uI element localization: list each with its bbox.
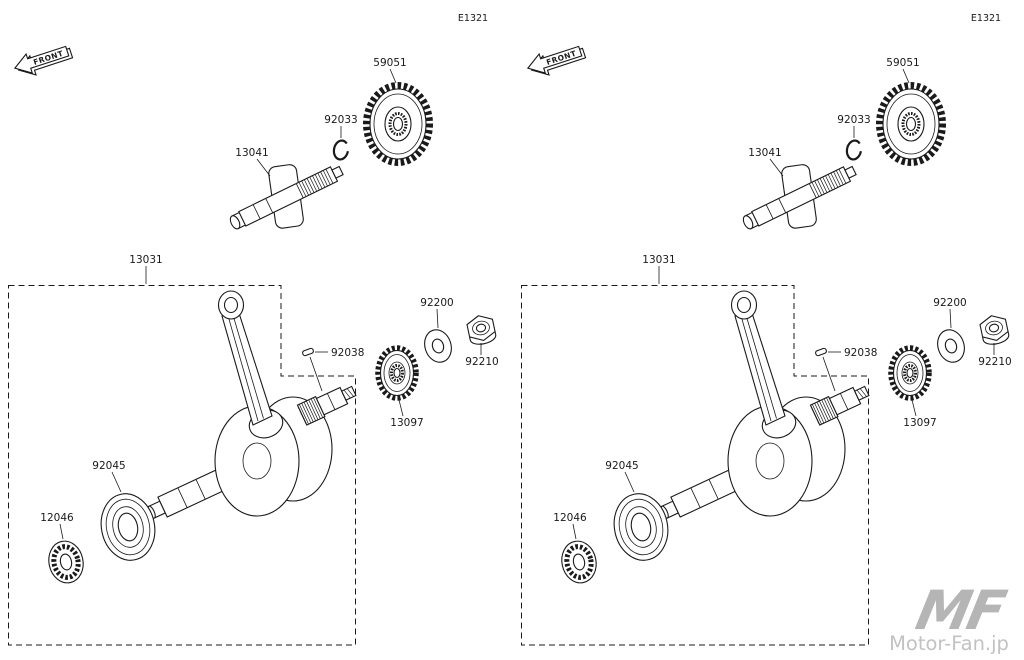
- part-number-13097: 13097: [903, 417, 936, 429]
- ball-bearing: [613, 493, 669, 561]
- crankshaft-assembly: [660, 290, 870, 519]
- crank-right-journal: [296, 385, 357, 426]
- crankshaft-assembly-box: [8, 285, 356, 646]
- label-roller-bearing: 12046: [553, 512, 587, 540]
- roller-bearing: [561, 540, 597, 584]
- part-number-92210: 92210: [465, 356, 498, 368]
- diagram-code: E1321: [971, 13, 1001, 24]
- circlip: [845, 139, 863, 161]
- part-number-13031: 13031: [129, 254, 162, 266]
- connecting-rod: [730, 290, 797, 439]
- circlip: [332, 139, 350, 161]
- label-washer: 92200: [933, 297, 967, 329]
- ball-bearing: [100, 493, 156, 561]
- crank-gear: [888, 345, 932, 401]
- label-balancer-gear: 59051: [886, 57, 920, 84]
- pin: [302, 347, 314, 357]
- nut: [466, 315, 497, 345]
- part-number-13031: 13031: [642, 254, 675, 266]
- label-crank-gear: 13097: [903, 399, 937, 429]
- front-direction-arrow: FRONT: [526, 45, 587, 76]
- connecting-rod: [217, 290, 284, 439]
- part-number-92200: 92200: [420, 297, 453, 309]
- label-crankshaft-assembly: 13031: [129, 254, 163, 284]
- part-number-13097: 13097: [390, 417, 423, 429]
- part-number-92033: 92033: [324, 114, 357, 126]
- nut: [979, 315, 1010, 345]
- part-number-92200: 92200: [933, 297, 966, 309]
- watermark: MF Motor-Fan.jp: [889, 580, 1014, 655]
- pin-to-shaft-line: [822, 356, 836, 392]
- part-number-92038: 92038: [331, 347, 364, 359]
- balancer-gear: [876, 82, 946, 166]
- part-number-92210: 92210: [978, 356, 1011, 368]
- label-pin: 92038: [315, 347, 364, 359]
- label-balancer-shaft: 13041: [748, 147, 784, 177]
- label-circlip: 92033: [324, 114, 358, 138]
- label-balancer-gear: 59051: [373, 57, 407, 84]
- part-number-12046: 12046: [40, 512, 74, 524]
- front-direction-arrow: FRONT: [13, 45, 74, 76]
- pin: [815, 347, 827, 357]
- part-number-92033: 92033: [837, 114, 870, 126]
- part-number-59051: 59051: [373, 57, 406, 69]
- crank-web-boss: [242, 442, 272, 480]
- roller-bearing: [48, 540, 84, 584]
- label-crankshaft-assembly: 13031: [642, 254, 676, 284]
- crankshaft-assembly-box: [521, 285, 869, 646]
- label-nut: 92210: [465, 343, 499, 368]
- watermark-site-text: Motor-Fan.jp: [889, 632, 1009, 655]
- crank-gear: [375, 345, 419, 401]
- panel-right: E1321 FRONT 59051 92033: [521, 13, 1012, 646]
- panel-left: E1321 FRONT 59051 92033: [8, 13, 499, 646]
- balancer-shaft: [742, 164, 857, 230]
- part-number-59051: 59051: [886, 57, 919, 69]
- label-nut: 92210: [978, 343, 1012, 368]
- label-circlip: 92033: [837, 114, 871, 138]
- pin-to-shaft-line: [309, 356, 323, 392]
- label-crank-gear: 13097: [390, 399, 424, 429]
- balancer-shaft: [229, 164, 344, 230]
- crankshaft-assembly: [147, 290, 357, 519]
- part-number-13041: 13041: [235, 147, 268, 159]
- label-balancer-shaft: 13041: [235, 147, 271, 177]
- front-arrow-shape: [13, 45, 70, 74]
- part-number-92045: 92045: [605, 460, 638, 472]
- label-ball-bearing: 92045: [92, 460, 126, 493]
- washer: [424, 329, 452, 363]
- diagram-code: E1321: [458, 13, 488, 24]
- balancer-gear: [363, 82, 433, 166]
- part-number-92038: 92038: [844, 347, 877, 359]
- crank-web-boss: [755, 442, 785, 480]
- front-arrow-shape: [526, 45, 583, 74]
- label-ball-bearing: 92045: [605, 460, 639, 493]
- part-number-92045: 92045: [92, 460, 125, 472]
- crank-right-journal: [809, 385, 870, 426]
- washer: [937, 329, 965, 363]
- label-washer: 92200: [420, 297, 454, 329]
- part-number-12046: 12046: [553, 512, 587, 524]
- part-number-13041: 13041: [748, 147, 781, 159]
- label-roller-bearing: 12046: [40, 512, 74, 540]
- label-pin: 92038: [828, 347, 877, 359]
